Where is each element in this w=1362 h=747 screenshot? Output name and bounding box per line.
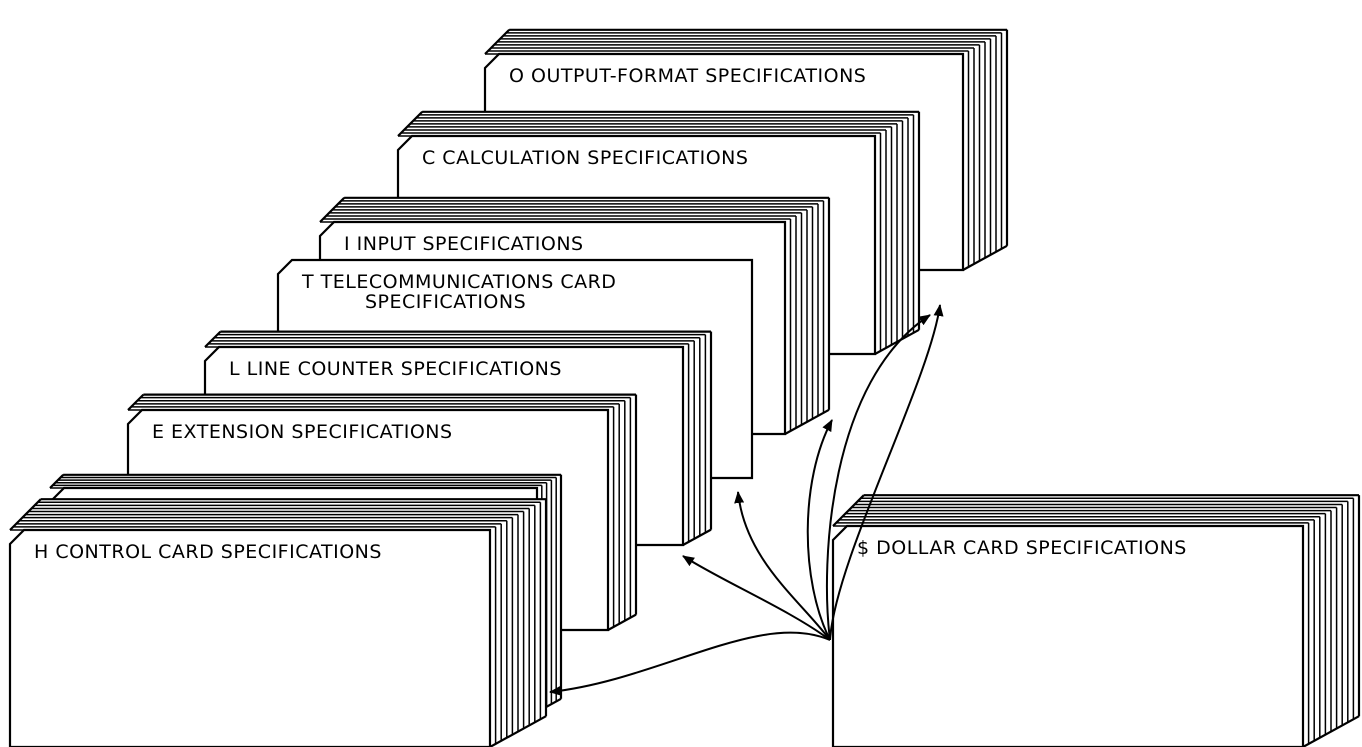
deck-label: H CONTROL CARD SPECIFICATIONS — [34, 541, 382, 563]
deck-label: L LINE COUNTER SPECIFICATIONS — [229, 358, 562, 380]
arrow-1 — [683, 556, 830, 640]
deck-label: $ DOLLAR CARD SPECIFICATIONS — [857, 537, 1187, 559]
arrow-3 — [808, 420, 832, 640]
card-front — [833, 526, 1303, 747]
arrow-2 — [738, 492, 830, 640]
arrow-0 — [550, 633, 830, 692]
deck-label: T TELECOMMUNICATIONS CARD — [301, 271, 616, 293]
deck-label: I INPUT SPECIFICATIONS — [344, 233, 584, 255]
deck-label-line2: SPECIFICATIONS — [365, 291, 526, 313]
deck-label: C CALCULATION SPECIFICATIONS — [422, 147, 748, 169]
deck-label: E EXTENSION SPECIFICATIONS — [152, 421, 453, 443]
deck-h: H CONTROL CARD SPECIFICATIONS — [10, 499, 546, 747]
deck-$: $ DOLLAR CARD SPECIFICATIONS — [833, 495, 1359, 747]
deck-label: O OUTPUT-FORMAT SPECIFICATIONS — [509, 65, 866, 87]
